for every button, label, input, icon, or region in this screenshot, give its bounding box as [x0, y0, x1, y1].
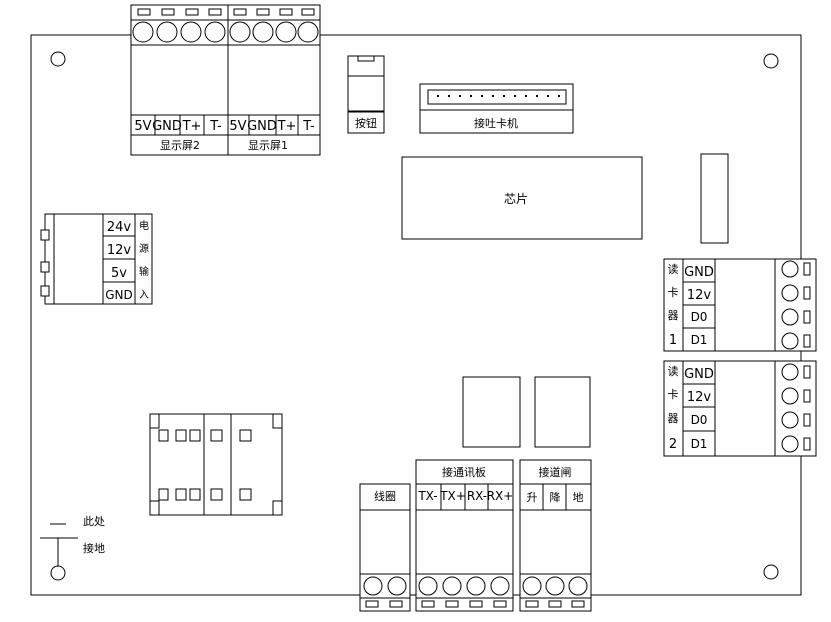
power-label-char-1: 电: [139, 219, 149, 232]
comm-pin-rx-minus: RX-: [467, 489, 487, 503]
card-reader-2-connector: [663, 360, 817, 457]
mounting-hole-bottom-right: [763, 564, 779, 580]
chip: [401, 156, 643, 240]
mounting-hole-top-right: [763, 53, 779, 69]
reader2-pin-d0: D0: [691, 413, 708, 427]
display1-pin-gnd: GND: [247, 119, 277, 134]
card-dispenser-connector: [419, 83, 574, 134]
chip-label: 芯片: [504, 192, 528, 206]
reader2-pin-12v: 12v: [687, 390, 712, 405]
display1-label: 显示屏1: [248, 139, 288, 152]
display1-pin-5v: 5V: [229, 119, 246, 134]
gate-pin-ground: 地: [573, 491, 584, 504]
card-reader-1-connector: [663, 258, 817, 352]
display-connector-1: [227, 4, 321, 156]
power-label-char-2: 源: [139, 242, 149, 255]
display2-label: 显示屏2: [160, 139, 200, 152]
ground-symbol-icon: [40, 523, 78, 566]
relay-header-group: [149, 413, 283, 516]
coil-connector: [359, 483, 411, 612]
vertical-header: [700, 153, 729, 244]
display2-pin-gnd: GND: [152, 119, 182, 134]
gate-label: 接道闸: [539, 465, 572, 479]
comm-pin-tx-plus: TX+: [439, 489, 466, 503]
power-label-char-3: 输: [139, 265, 149, 278]
button-label: 按钮: [355, 116, 377, 130]
reader1-pin-gnd: GND: [684, 265, 714, 280]
display-connector-2: [130, 4, 229, 156]
mounting-hole-top-left: [50, 51, 66, 67]
relay-component-2: [534, 376, 591, 448]
reader2-pin-gnd: GND: [684, 367, 714, 382]
reader1-pin-d1: D1: [691, 333, 708, 347]
power-input-connector: [40, 213, 153, 305]
power-pin-24v: 24v: [107, 220, 132, 235]
reader1-label-char-1: 读: [668, 262, 679, 276]
button-connector: [347, 55, 385, 134]
reader2-pin-d1: D1: [691, 437, 708, 451]
card-dispenser-pin-dots: [437, 95, 560, 97]
reader1-pin-12v: 12v: [687, 288, 712, 303]
display1-pin-t-plus: T+: [277, 119, 297, 134]
gate-pin-up: 升: [527, 491, 538, 504]
display2-pin-5v: 5V: [134, 119, 151, 134]
reader1-pin-d0: D0: [691, 310, 708, 324]
reader1-label-char-4: 1: [669, 333, 677, 348]
display2-pin-t-minus: T-: [209, 119, 222, 134]
reader1-label-char-3: 器: [668, 309, 679, 322]
relay-component-1: [462, 376, 521, 448]
reader2-label-char-4: 2: [669, 437, 677, 452]
reader2-label-char-1: 读: [668, 364, 679, 378]
power-pin-12v: 12v: [107, 243, 132, 258]
comm-board-label: 接通讯板: [442, 465, 486, 479]
power-label-char-4: 入: [139, 290, 149, 301]
power-pin-5v: 5v: [111, 266, 127, 281]
comm-pin-tx-minus: TX-: [417, 489, 437, 503]
reader2-label-char-2: 卡: [668, 388, 679, 401]
power-pin-gnd: GND: [105, 288, 133, 302]
ground-label-line2: 接地: [83, 542, 105, 555]
reader2-label-char-3: 器: [668, 412, 679, 425]
ground-label-line1: 此处: [83, 515, 105, 528]
comm-board-connector: [415, 459, 514, 612]
gate-pin-down: 降: [550, 490, 561, 504]
comm-pin-rx-plus: RX+: [487, 489, 514, 503]
display1-pin-t-minus: T-: [302, 119, 315, 134]
card-dispenser-label: 接吐卡机: [474, 116, 518, 130]
display2-pin-t-plus: T+: [182, 119, 202, 134]
gate-connector: [519, 459, 592, 612]
reader1-label-char-2: 卡: [668, 286, 679, 299]
coil-label: 线圈: [374, 489, 396, 503]
